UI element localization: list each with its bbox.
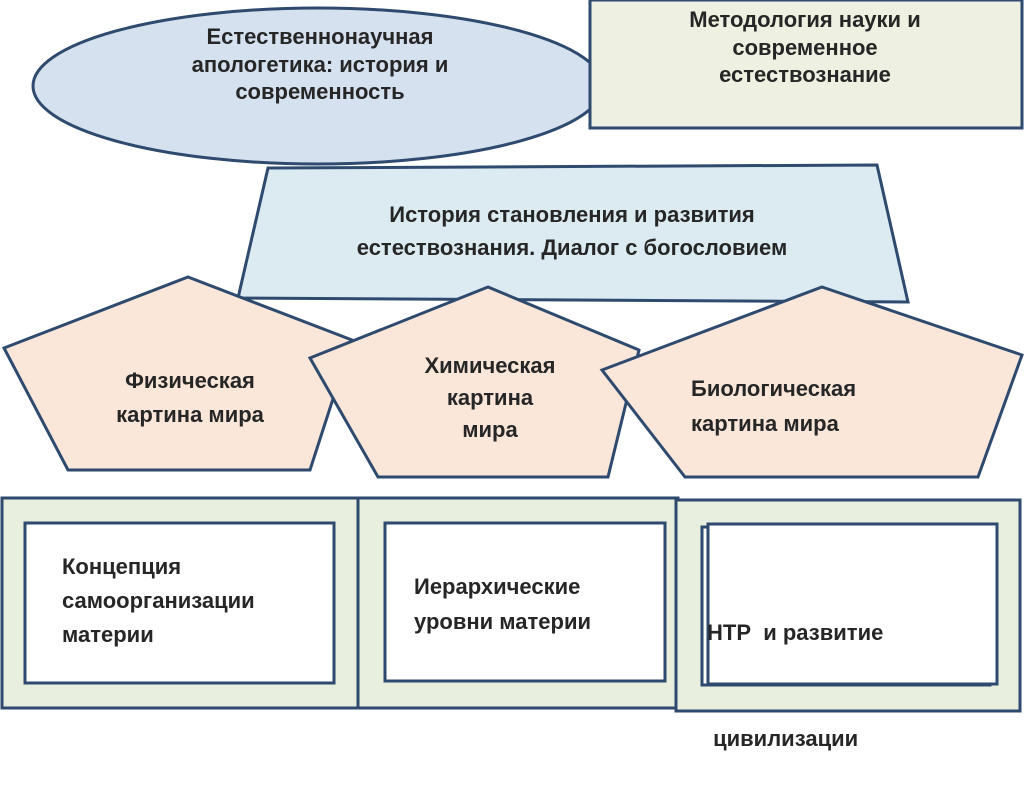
biology-text: Биологическая картина мира [691,376,857,437]
top-right-box [588,0,1024,130]
inner-box-concept [23,521,336,685]
ntr-text: НТР и развитие цивилизации [707,620,884,751]
top-right-text: Методология науки и современное естество… [689,7,921,87]
pentagon-biology [599,285,1024,479]
physics-text: Физическая картина мира [116,368,264,428]
pentagon-physics [1,275,354,472]
diagram-canvas [0,0,1024,713]
oval-text: Естественнонаучная апологетика: история … [191,24,449,104]
inner-box-hierarchy [383,521,667,683]
hierarchy-text: Иерархические уровни материи [414,574,591,635]
concept-text: Концепция самоорганизации материи [62,554,255,648]
pentagon-chemistry [307,285,641,479]
chemistry-text: Химическая картина мира [424,353,556,442]
history-text: История становления и развития естествоз… [356,202,788,260]
history-trapezoid [236,163,910,304]
inner-box-ntr [706,522,999,686]
